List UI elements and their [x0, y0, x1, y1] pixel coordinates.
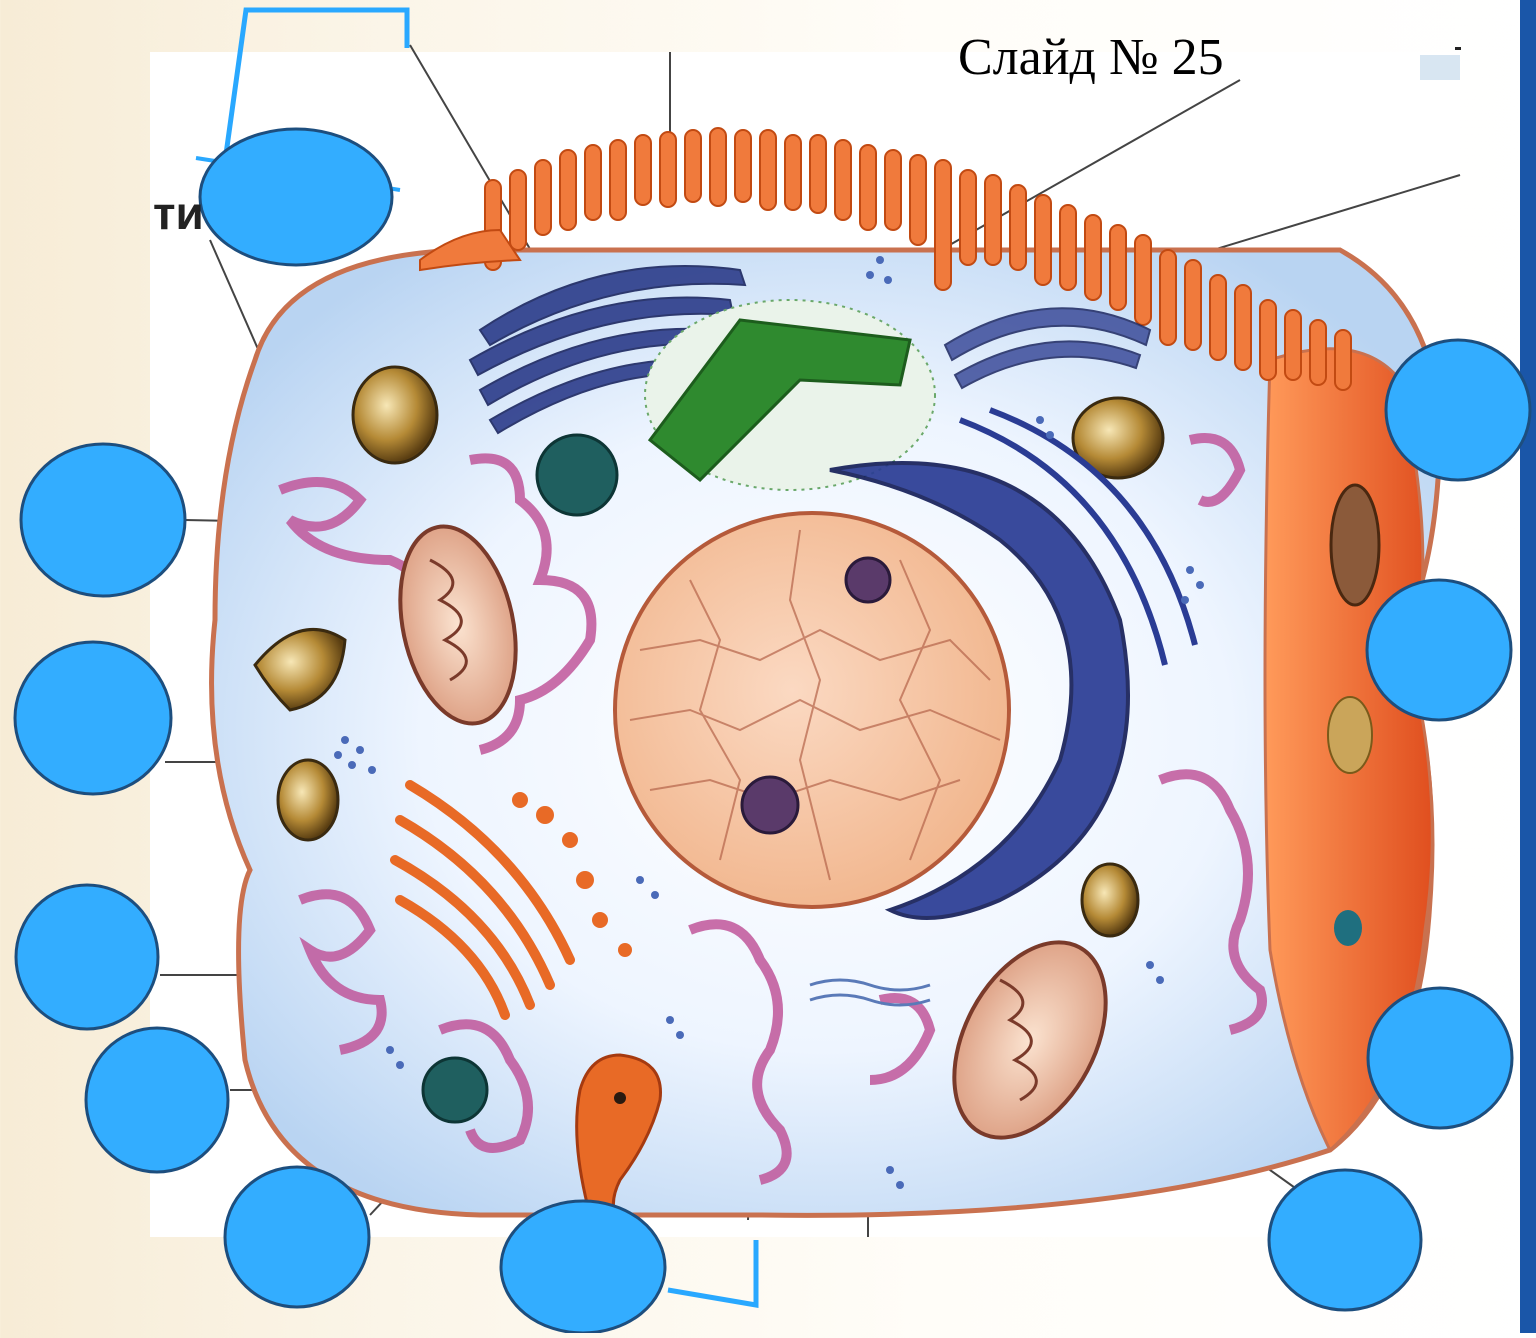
- label-oval-left-4[interactable]: [86, 1028, 228, 1172]
- bracket-bottom: [668, 1240, 756, 1305]
- label-oval-bottom-left[interactable]: [225, 1167, 369, 1307]
- label-oval-top-left[interactable]: [200, 129, 392, 265]
- label-oval-bottom-right[interactable]: [1269, 1170, 1421, 1310]
- label-oval-right-3[interactable]: [1368, 988, 1512, 1128]
- vesicle-icon: [537, 435, 617, 515]
- slide-title: Слайд № 25: [958, 28, 1224, 87]
- label-oval-left-2[interactable]: [15, 642, 171, 794]
- label-oval-right-1[interactable]: [1386, 340, 1530, 480]
- label-oval-right-2[interactable]: [1367, 580, 1511, 720]
- label-oval-left-3[interactable]: [16, 885, 158, 1029]
- label-fragment: ти: [153, 186, 204, 240]
- label-oval-left-1[interactable]: [21, 444, 185, 596]
- label-oval-bottom-center[interactable]: [501, 1201, 665, 1333]
- corner-decoration: [1420, 55, 1460, 80]
- accent-bar: [1520, 0, 1536, 1333]
